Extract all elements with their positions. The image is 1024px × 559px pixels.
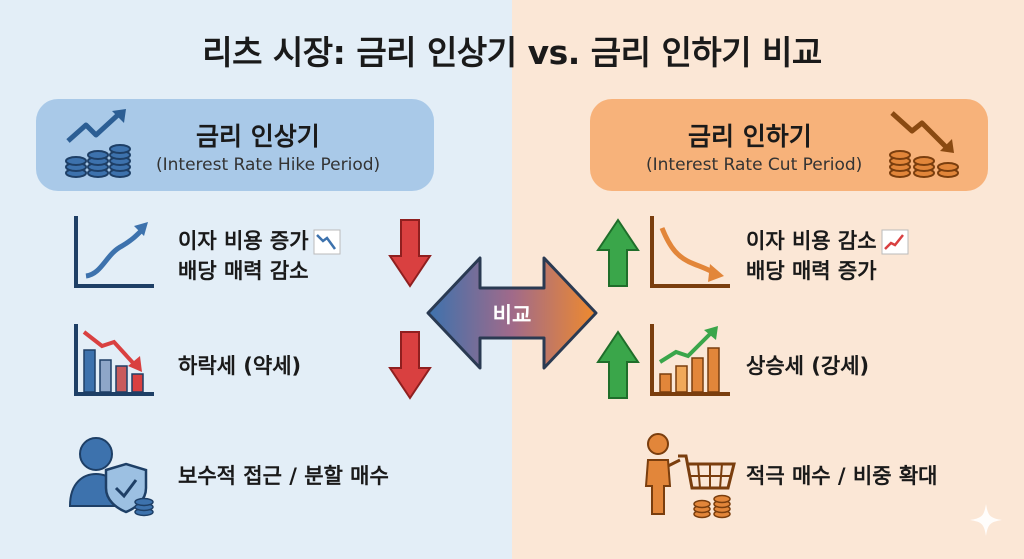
cut-row-1-text: 이자 비용 감소 배당 매력 증가 [746, 226, 909, 286]
rising-curve-chart-icon [74, 216, 154, 288]
rising-chart-coins-icon [65, 109, 131, 178]
compare-double-arrow-icon [426, 256, 598, 370]
hike-row-3-text: 보수적 접근 / 분할 매수 [178, 464, 389, 488]
falling-bar-chart-icon [74, 324, 154, 396]
hike-period-title: 금리 인상기 [196, 122, 320, 151]
falling-trend-icon [313, 229, 341, 255]
cut-period-card: 금리 인하기 (Interest Rate Cut Period) [590, 99, 988, 191]
interest-cost-increase-text: 이자 비용 증가 [178, 229, 309, 253]
person-shield-icon [68, 437, 154, 517]
dividend-appeal-increase-text: 배당 매력 증가 [746, 259, 877, 283]
rising-trend-icon [881, 229, 909, 255]
hike-row-2-text: 하락세 (약세) [178, 354, 302, 378]
down-arrow-icon [388, 219, 432, 288]
sparkle-icon [970, 504, 1002, 536]
compare-label: 비교 [492, 303, 532, 327]
up-arrow-icon [596, 330, 640, 399]
hike-row-1-text: 이자 비용 증가 배당 매력 감소 [178, 226, 341, 286]
cut-row-3-text: 적극 매수 / 비중 확대 [746, 464, 938, 488]
cut-period-subtitle: (Interest Rate Cut Period) [646, 155, 863, 175]
interest-cost-decrease-text: 이자 비용 감소 [746, 229, 877, 253]
cut-row-2-text: 상승세 (강세) [746, 354, 870, 378]
person-shopping-cart-icon [644, 433, 736, 519]
up-arrow-icon [596, 218, 640, 287]
diagram-title: 리츠 시장: 금리 인상기 vs. 금리 인하기 비교 [202, 33, 822, 72]
down-arrow-icon [388, 331, 432, 400]
dividend-appeal-decrease-text: 배당 매력 감소 [178, 259, 309, 283]
cut-period-title: 금리 인하기 [688, 122, 812, 151]
hike-period-subtitle: (Interest Rate Hike Period) [156, 155, 381, 175]
right-panel-background [512, 0, 1024, 559]
hike-period-card: 금리 인상기 (Interest Rate Hike Period) [36, 99, 434, 191]
rising-bar-chart-icon [650, 324, 730, 396]
falling-curve-chart-icon [650, 216, 730, 288]
falling-chart-coins-icon [889, 111, 959, 178]
